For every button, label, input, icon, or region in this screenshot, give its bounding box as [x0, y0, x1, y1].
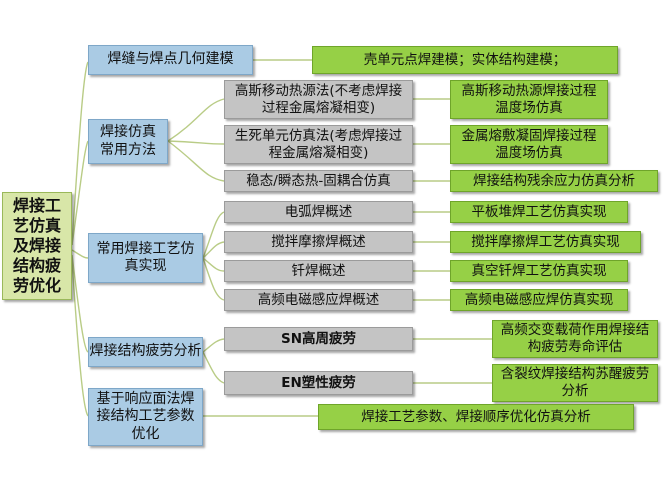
- result-process-optimization: 焊接工艺参数、焊接顺序优化仿真分析: [318, 404, 634, 430]
- fatigue-sn-high-cycle: SN高周疲劳: [224, 327, 413, 351]
- branch-process-simulation: 常用焊接工艺仿真实现: [88, 233, 203, 283]
- result-friction-stir: 搅拌摩擦焊工艺仿真实现: [450, 231, 641, 253]
- result-fatigue-life: 高频交变载荷作用焊接结构疲劳寿命评估: [492, 320, 658, 358]
- branch-simulation-methods: 焊接仿真常用方法: [88, 119, 168, 164]
- branch-fatigue-analysis: 焊接结构疲劳分析: [88, 337, 203, 367]
- result-vacuum-brazing: 真空钎焊工艺仿真实现: [450, 260, 628, 282]
- method-gaussian-heat-source: 高斯移动热源法(不考虑焊接过程金属熔凝相变): [224, 80, 413, 119]
- process-hf-induction-welding: 高频电磁感应焊概述: [224, 289, 413, 311]
- fatigue-en-plastic: EN塑性疲劳: [224, 371, 413, 395]
- branch-parameter-optimization: 基于响应面法焊接结构工艺参数优化: [88, 388, 203, 446]
- result-bead-on-plate: 平板堆焊工艺仿真实现: [450, 201, 628, 223]
- method-birth-death-element: 生死单元仿真法(考虑焊接过程金属熔凝相变): [224, 125, 413, 164]
- process-brazing: 钎焊概述: [224, 260, 413, 282]
- result-hf-induction: 高频电磁感应焊仿真实现: [450, 289, 628, 311]
- result-shell-solid-modeling: 壳单元点焊建模；实体结构建模；: [312, 46, 618, 74]
- method-thermal-solid-coupling: 稳态/瞬态热-固耦合仿真: [224, 170, 413, 192]
- result-gaussian-temperature: 高斯移动热源焊接过程温度场仿真: [450, 80, 608, 119]
- result-crack-fatigue: 含裂纹焊接结构苏醒疲劳分析: [492, 364, 658, 402]
- result-deposition-temperature: 金属熔敷凝固焊接过程温度场仿真: [450, 125, 608, 164]
- root-node: 焊接工艺仿真及焊接结构疲劳优化: [2, 192, 72, 300]
- branch-geometry-modeling: 焊缝与焊点几何建模: [88, 45, 253, 75]
- result-residual-stress: 焊接结构残余应力仿真分析: [450, 170, 658, 192]
- process-arc-welding: 电弧焊概述: [224, 201, 413, 223]
- process-friction-stir-welding: 搅拌摩擦焊概述: [224, 231, 413, 253]
